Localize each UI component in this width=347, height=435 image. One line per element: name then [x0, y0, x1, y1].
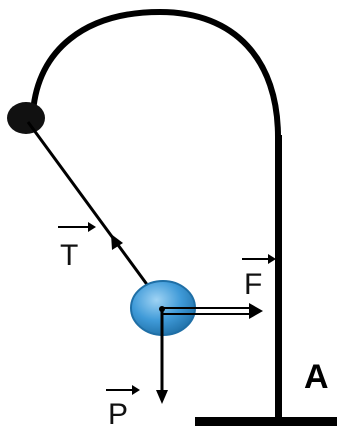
support-base	[195, 417, 337, 426]
tension-arrowhead	[111, 234, 123, 250]
weight-label: P	[106, 385, 140, 431]
force-label: F	[242, 254, 276, 301]
tension-label-text: T	[60, 239, 78, 272]
tension-label: T	[58, 222, 96, 272]
support-arch	[30, 8, 281, 140]
force-vector	[163, 303, 263, 319]
point-a-label: A	[304, 358, 329, 396]
pivot-point	[7, 102, 45, 134]
force-label-text: F	[244, 268, 262, 301]
weight-label-text: P	[108, 398, 128, 431]
weight-vector	[156, 308, 168, 404]
pendulum-string	[26, 121, 164, 306]
support-post	[275, 135, 282, 419]
sphere-center	[159, 306, 165, 312]
